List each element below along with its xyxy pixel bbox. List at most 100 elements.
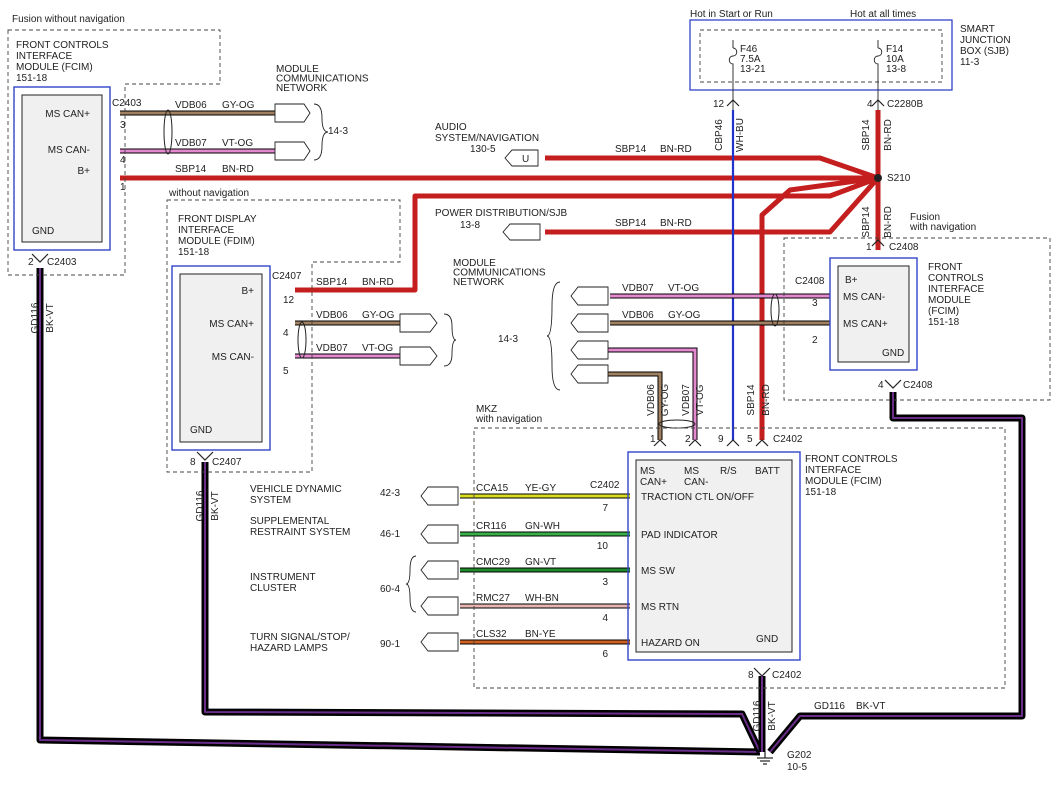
wire-circuit: SBP14 <box>175 164 207 175</box>
mid-can-wires <box>608 293 830 440</box>
fcim-left-body <box>21 94 103 243</box>
audio-circuit: SBP14 <box>615 144 647 155</box>
side-wire-circuit: CCA15 <box>476 483 509 494</box>
fdim-gnd: GND <box>190 425 212 436</box>
fdim-wire-circuit: VDB07 <box>316 343 348 354</box>
fcim-right-bplus-pin: 1 <box>866 242 872 253</box>
mod-comm-mid-title-line: NETWORK <box>453 277 504 288</box>
fcim-main-title-line: MODULE (FCIM) <box>805 476 882 487</box>
fcim-right-title-line: INTERFACE <box>928 284 984 295</box>
fcim-right-pin-label: MS CAN+ <box>843 319 888 330</box>
fcim-right-title-line: FRONT <box>928 262 962 273</box>
side-wire-circuit: RMC27 <box>476 593 510 604</box>
fdim-title-line: INTERFACE <box>178 225 234 236</box>
right-ground-circuit: GD116 <box>814 701 845 712</box>
pin-arrows <box>31 99 902 677</box>
fcim-left-gnd: GND <box>32 226 54 237</box>
mid-wire-circuit: VDB07 <box>622 283 654 294</box>
side-wire-circuit: CMC29 <box>476 557 510 568</box>
fcim-right-group-line: with navigation <box>909 222 976 233</box>
audio-title-line: AUDIO <box>435 122 467 133</box>
fcim-right-title-line: CONTROLS <box>928 273 984 284</box>
connector-shapes <box>274 103 609 652</box>
main-ground-circuit: GD116 <box>752 700 763 731</box>
fcim-left-pin-label: B+ <box>77 166 90 177</box>
main-top-wire-circuit: VDB06 <box>646 384 657 416</box>
fdim-wire-circuit: VDB06 <box>316 310 348 321</box>
ext-srs-line: SUPPLEMENTAL <box>250 516 330 527</box>
fcim-main-side-pin-label: MS RTN <box>641 602 679 613</box>
ext-vds-ref: 42-3 <box>380 488 400 499</box>
ext-srs-line: RESTRAINT SYSTEM <box>250 527 350 538</box>
fdim-title-line: 151-18 <box>178 247 210 258</box>
fcim-main-top-pin-num: 1 <box>650 434 656 445</box>
main-ground-color: BK-VT <box>767 701 778 730</box>
fcim-right-group-line: Fusion <box>910 212 940 223</box>
left-can-wires <box>120 109 275 155</box>
ext-ic-line: INSTRUMENT <box>250 572 316 583</box>
fcim-right-gnd-connector: C2408 <box>903 380 933 391</box>
mod-comm-top-title-line: NETWORK <box>276 83 327 94</box>
power-dist-circuit: SBP14 <box>615 218 647 229</box>
fcim-left-pin-num: 4 <box>120 155 126 166</box>
fcim-left-title-line: 151-18 <box>16 73 48 84</box>
mod-comm-mid-ref: 14-3 <box>498 334 518 345</box>
ground-ref: 10-5 <box>787 762 807 773</box>
sjb-connector: C2280B <box>887 99 923 110</box>
sjb-fuse1-line: 13-21 <box>740 64 766 75</box>
sjb-title-line: JUNCTION <box>960 35 1011 46</box>
fcim-main-gnd-connector: C2402 <box>772 670 802 681</box>
fcim-main-frame <box>627 451 801 661</box>
right-ground-color: BK-VT <box>856 701 885 712</box>
sjb-wire-lower-color: BN-RD <box>883 206 894 238</box>
fcim-main-top-pin-label: MS <box>640 466 655 477</box>
fdim-title-line: MODULE (FDIM) <box>178 236 255 247</box>
mod-comm-top-ref: 14-3 <box>328 126 348 137</box>
side-wire-color: YE-GY <box>525 483 556 494</box>
fcim-main-group-line: with navigation <box>475 414 542 425</box>
side-wire-color: GN-WH <box>525 521 560 532</box>
left-ground-color: BK-VT <box>45 303 56 332</box>
fcim-left-title-line: INTERFACE <box>16 51 72 62</box>
fcim-left-title-line: FRONT CONTROLS <box>16 40 109 51</box>
fdim-body <box>179 273 263 443</box>
braces <box>313 103 561 613</box>
wire-circuit: VDB06 <box>175 100 207 111</box>
wire-color: BN-RD <box>222 164 254 175</box>
sjb-box <box>689 19 953 110</box>
splice-label: S210 <box>887 173 911 184</box>
fdim-frame <box>171 265 271 451</box>
side-wire-circuit: CLS32 <box>476 629 507 640</box>
fcim-left-group-label: Fusion without navigation <box>12 14 125 25</box>
fdim-group: without navigation <box>168 188 249 199</box>
fdim-gnd-connector: C2407 <box>212 457 242 468</box>
fcim-left-gnd-connector: C2403 <box>47 257 77 268</box>
fdim-pin-num: 12 <box>283 295 295 306</box>
sjb-title-line: 11-3 <box>960 57 980 68</box>
sjb-pin-left: 12 <box>713 99 725 110</box>
sjb-wire-lower-circuit: SBP14 <box>861 206 872 238</box>
audio-color: BN-RD <box>660 144 692 155</box>
main-top-wire-color: BN-RD <box>761 384 772 416</box>
fcim-main-gnd: GND <box>756 634 778 645</box>
fcim-main-top-pin-label: R/S <box>720 466 737 477</box>
main-top-wire-circuit: SBP14 <box>746 384 757 416</box>
mod-comm-top-title-line: COMMUNICATIONS <box>276 74 369 85</box>
side-wire-color: GN-VT <box>525 557 556 568</box>
group-outlines <box>7 29 1051 689</box>
fcim-right-body <box>837 265 910 363</box>
power-dist-color: BN-RD <box>660 218 692 229</box>
ext-turn-ref: 90-1 <box>380 639 400 650</box>
fdim-pin-label: B+ <box>241 286 254 297</box>
fcim-main-side-pin-num: 7 <box>602 503 608 514</box>
ext-ic-ref: 60-4 <box>380 584 400 595</box>
audio-title-line: SYSTEM/NAVIGATION <box>435 133 539 144</box>
ground-wires <box>36 268 1026 756</box>
side-wire-color: WH-BN <box>525 593 559 604</box>
fcim-main-top-pin-label: MS <box>684 466 699 477</box>
fdim-pin-num: 4 <box>283 328 289 339</box>
fcim-main-top-pin-label: CAN- <box>684 477 708 488</box>
power-dist-title: POWER DISTRIBUTION/SJB <box>435 208 568 219</box>
audio-ref: 130-5 <box>470 144 496 155</box>
ext-vds-line: VEHICLE DYNAMIC <box>250 484 342 495</box>
